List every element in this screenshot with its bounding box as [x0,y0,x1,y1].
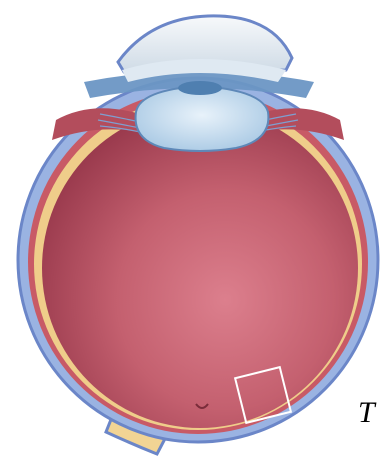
vitreous-body [42,108,358,428]
pupil [178,81,222,95]
edge-label: T [358,398,375,428]
lens [136,86,269,151]
